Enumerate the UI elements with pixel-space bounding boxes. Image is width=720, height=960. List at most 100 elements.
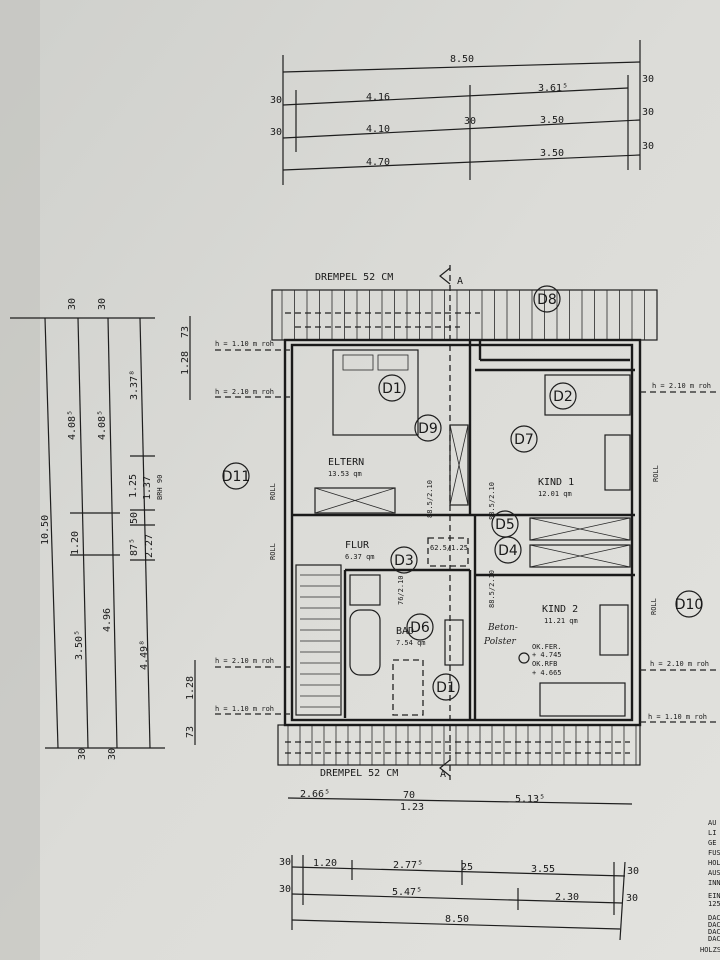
dim: 3.37⁸ (129, 370, 140, 400)
dim: 1.20 (313, 858, 337, 869)
dim: 2.77⁵ (393, 860, 423, 871)
title-block-text: HOL (708, 859, 720, 867)
tag-circle (432, 673, 460, 701)
tag-label: D11 (222, 469, 251, 485)
title-block-text: AU (708, 819, 716, 827)
dim: 3.50 (540, 115, 564, 126)
title-block-fragment: AULIGEFUSHOLAUSINNEINS125/DACHDACHDACHDA… (700, 819, 720, 954)
dim: 1.28 (185, 676, 196, 700)
paper-edge-shadow (0, 0, 40, 960)
bed-kind2 (539, 682, 626, 717)
section-line-a (439, 265, 451, 780)
level-marker (518, 652, 530, 664)
dim: 4.96 (102, 608, 113, 632)
dim: 30 (627, 866, 639, 877)
dim: 5.13⁵ (515, 794, 545, 805)
dim: 25 (461, 862, 473, 873)
dim-overall-bottom: 8.50 (445, 914, 469, 925)
height-label: h = 1.10 m roh (215, 705, 274, 713)
level-label: OK.FER. (532, 643, 562, 651)
section-mark-top: A (457, 276, 463, 287)
dim: 4.08⁵ (67, 410, 78, 440)
room-name-flur: FLUR (345, 540, 370, 551)
tag-circle (378, 374, 406, 402)
level-value: + 4.745 (532, 651, 562, 659)
room-area-flur: 6.37 qm (345, 553, 375, 561)
dim: 3.55 (531, 864, 555, 875)
dim: 1.20 (70, 531, 81, 555)
washbasin (444, 619, 464, 666)
tag-circle (675, 590, 703, 618)
roll-label: ROLL (652, 465, 660, 482)
door-size: 88.5/2.10 (488, 482, 496, 520)
level-value: + 4.665 (532, 669, 562, 677)
dim: 3.61⁵ (538, 83, 568, 94)
toilet (392, 659, 424, 716)
tag-label: D7 (514, 432, 534, 448)
dim: 30 (77, 748, 88, 760)
room-name-bad: BAD (396, 626, 414, 637)
tag-label: D8 (537, 292, 557, 308)
dim: 30 (67, 298, 78, 310)
bottom-dimensions: 2.66⁵ 70 1.23 5.13⁵ 30 1.20 2.77⁵ 25 3.5… (279, 789, 639, 941)
height-label: h = 2.10 m roh (652, 382, 711, 390)
attic-hatch (427, 537, 469, 567)
tag-circle (390, 546, 418, 574)
wardrobe (449, 424, 469, 506)
dim: 1.28 (180, 351, 191, 375)
wardrobe-kind2-1 (529, 517, 631, 541)
tag-label: D1 (436, 680, 456, 696)
tag-label: D4 (498, 543, 518, 559)
staircase (295, 564, 342, 716)
roll-label: ROLL (269, 483, 277, 500)
drempel-bottom-label: DREMPEL 52 CM (320, 768, 398, 779)
dim: 70 (403, 790, 415, 801)
door-size: 88.5/2.10 (488, 570, 496, 608)
tag-circle (406, 613, 434, 641)
dim: 4.08⁵ (97, 410, 108, 440)
title-block-text: EINS (708, 892, 720, 900)
dim: 73 (185, 726, 196, 738)
dim: 4.10 (366, 124, 390, 135)
title-block-text: GE (708, 839, 716, 847)
left-dimensions: 10.50 30 4.08⁵ 1.20 3.50⁵ 30 30 4.08⁵ 4.… (10, 298, 196, 760)
handwritten-note: Beton- (487, 623, 518, 633)
room-area-kind2: 11.21 qm (544, 617, 578, 625)
room-area-bad: 7.54 qm (396, 639, 426, 647)
room-name-kind2: KIND 2 (542, 604, 578, 615)
dim: 1.23 (400, 802, 424, 813)
dim: 30 (270, 95, 282, 106)
dim: 5.47⁵ (392, 887, 422, 898)
roll-label: ROLL (269, 543, 277, 560)
dresser (314, 487, 396, 514)
dim: 30 (270, 127, 282, 138)
tag-circle (414, 414, 442, 442)
wardrobe-kind2-2 (529, 544, 631, 568)
level-label: OK.RFB (532, 660, 557, 668)
door-size: 76/2.10 (397, 575, 405, 605)
tag-label: D2 (553, 389, 573, 405)
height-label: h = 2.10 m roh (215, 657, 274, 665)
dim: 1.25 (128, 474, 139, 498)
dim-overall-top: 8.50 (450, 54, 474, 65)
dim-overall-left: 10.50 (40, 515, 51, 545)
door-size: 88.5/2.10 (426, 480, 434, 518)
door-size: 62.5/1.25 (430, 544, 468, 552)
title-block-text: DACHE (708, 935, 720, 943)
dim: 3.50⁵ (74, 630, 85, 660)
dim: 2.66⁵ (300, 789, 330, 800)
dim: 30 (279, 884, 291, 895)
dim: 1.37 (142, 476, 153, 500)
desk-kind1 (604, 434, 631, 491)
dim: 3.50 (540, 148, 564, 159)
dim: 73 (180, 326, 191, 338)
walls (283, 338, 642, 727)
dim: 2.30 (555, 892, 579, 903)
room-area-kind1: 12.01 qm (538, 490, 572, 498)
dim: 30 (464, 116, 476, 127)
bed-kind1 (544, 374, 631, 416)
tag-label: D1 (382, 381, 402, 397)
